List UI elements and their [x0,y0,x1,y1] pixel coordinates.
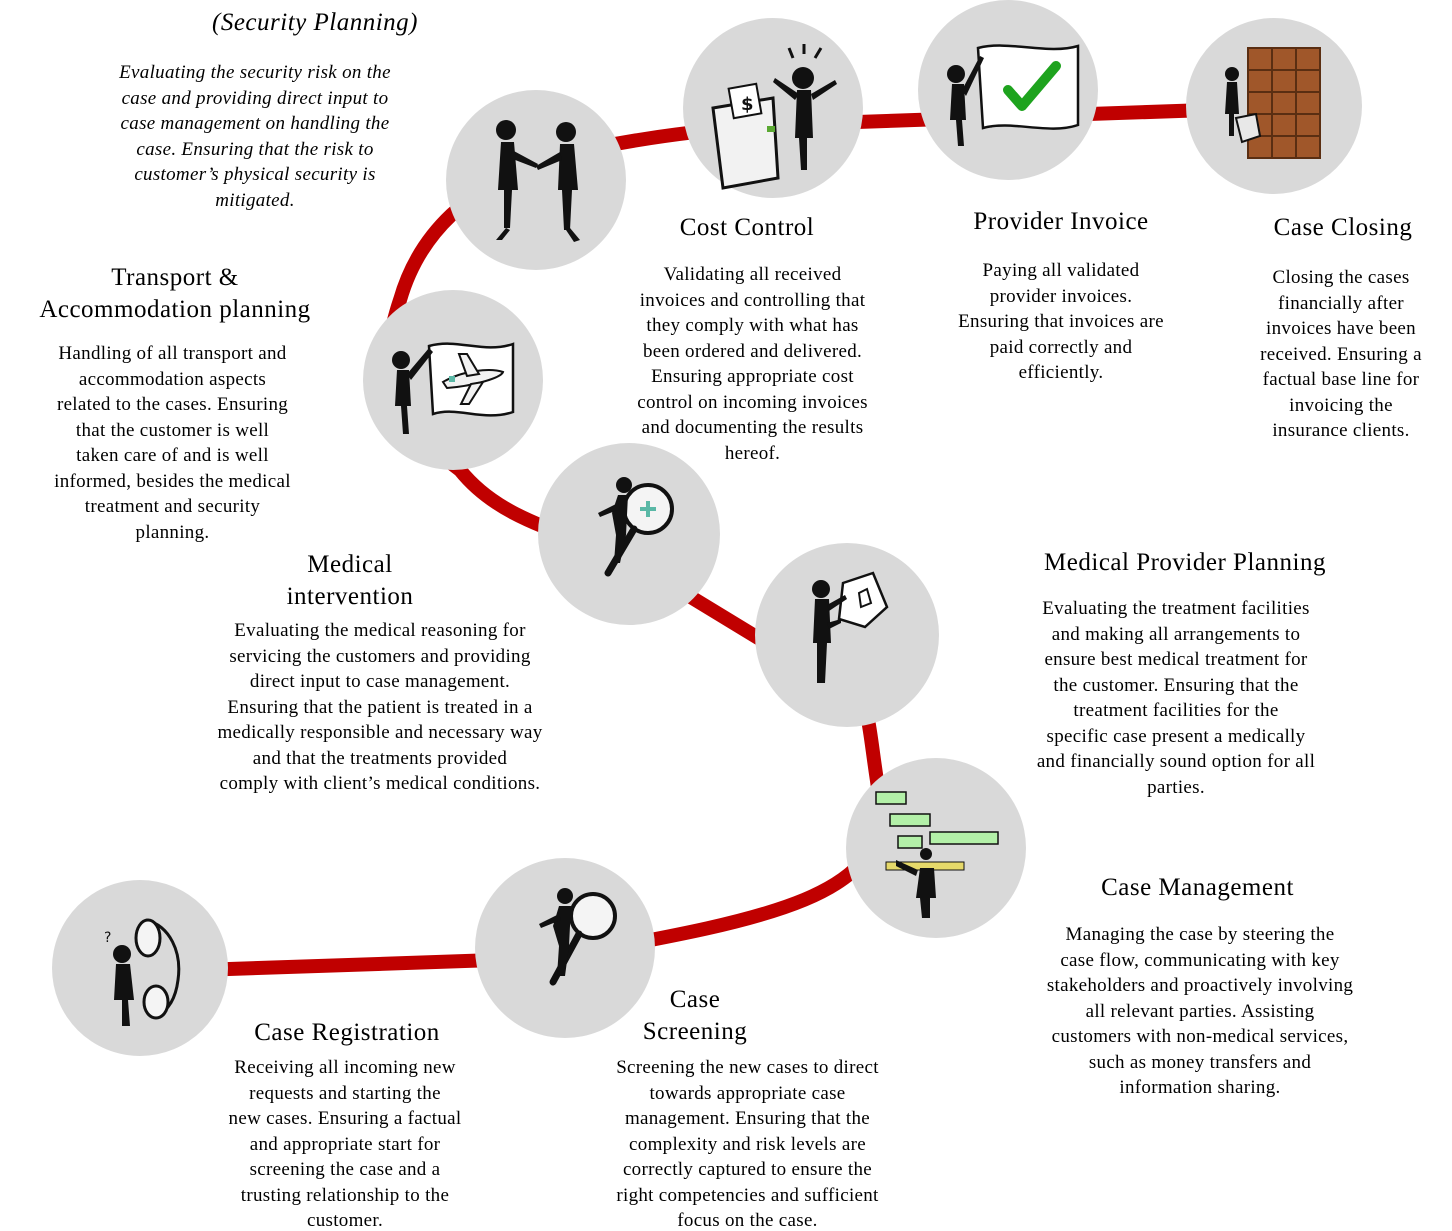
hospital-map-icon [812,571,889,683]
checkmark-flag-icon [947,44,1080,146]
screening-title: Case Screening [642,986,748,1045]
management-title: Case Management [1101,874,1294,901]
medical-desc: Evaluating the medical reasoning for ser… [217,620,543,794]
transport-title: Transport & Accommodation planning [39,264,311,323]
provider-circle [918,0,1098,180]
cost-title: Cost Control [679,214,815,241]
transport-desc: Handling of all transport and accommodat… [54,343,291,543]
screening-circle [475,858,655,1038]
management-desc: Managing the case by steering the case f… [1046,924,1354,1098]
cash-register-icon: $ [711,44,837,190]
cost-desc: Validating all received invoices and con… [637,264,868,464]
filing-shelf-icon [1225,47,1321,159]
registration-title: Case Registration [254,1019,440,1046]
svg-text:?: ? [104,930,111,946]
closing-title: Case Closing [1273,214,1413,241]
mpp-desc: Evaluating the treatment facilities and … [1036,598,1316,798]
airplane-flag-icon [392,342,515,434]
security-circle [446,90,626,270]
handshake-icon [496,120,580,242]
medical-title: Medical intervention [286,551,414,610]
registration-desc: Receiving all incoming new requests and … [228,1057,462,1231]
mpp-circle [755,543,939,727]
security-desc: Evaluating the security risk on the case… [119,62,391,211]
security-title: (Security Planning) [212,9,418,36]
gantt-chart-icon [875,791,999,918]
management-circle [846,758,1026,938]
transport-circle [363,290,543,470]
registration-circle: ? [52,880,228,1056]
screening-desc: Screening the new cases to direct toward… [616,1057,879,1231]
closing-circle [1186,18,1362,194]
mpp-title: Medical Provider Planning [1044,549,1326,576]
cost-circle: $ [683,18,863,198]
provider-title: Provider Invoice [973,208,1149,235]
closing-desc: Closing the cases financially after invo… [1260,267,1422,441]
provider-desc: Paying all validated provider invoices. … [958,260,1164,383]
magnifier-cross-icon [598,477,674,577]
svg-text:$: $ [741,94,754,115]
magnifier-icon [539,888,617,986]
telephone-icon: ? [104,918,181,1026]
medical-circle [538,443,720,625]
